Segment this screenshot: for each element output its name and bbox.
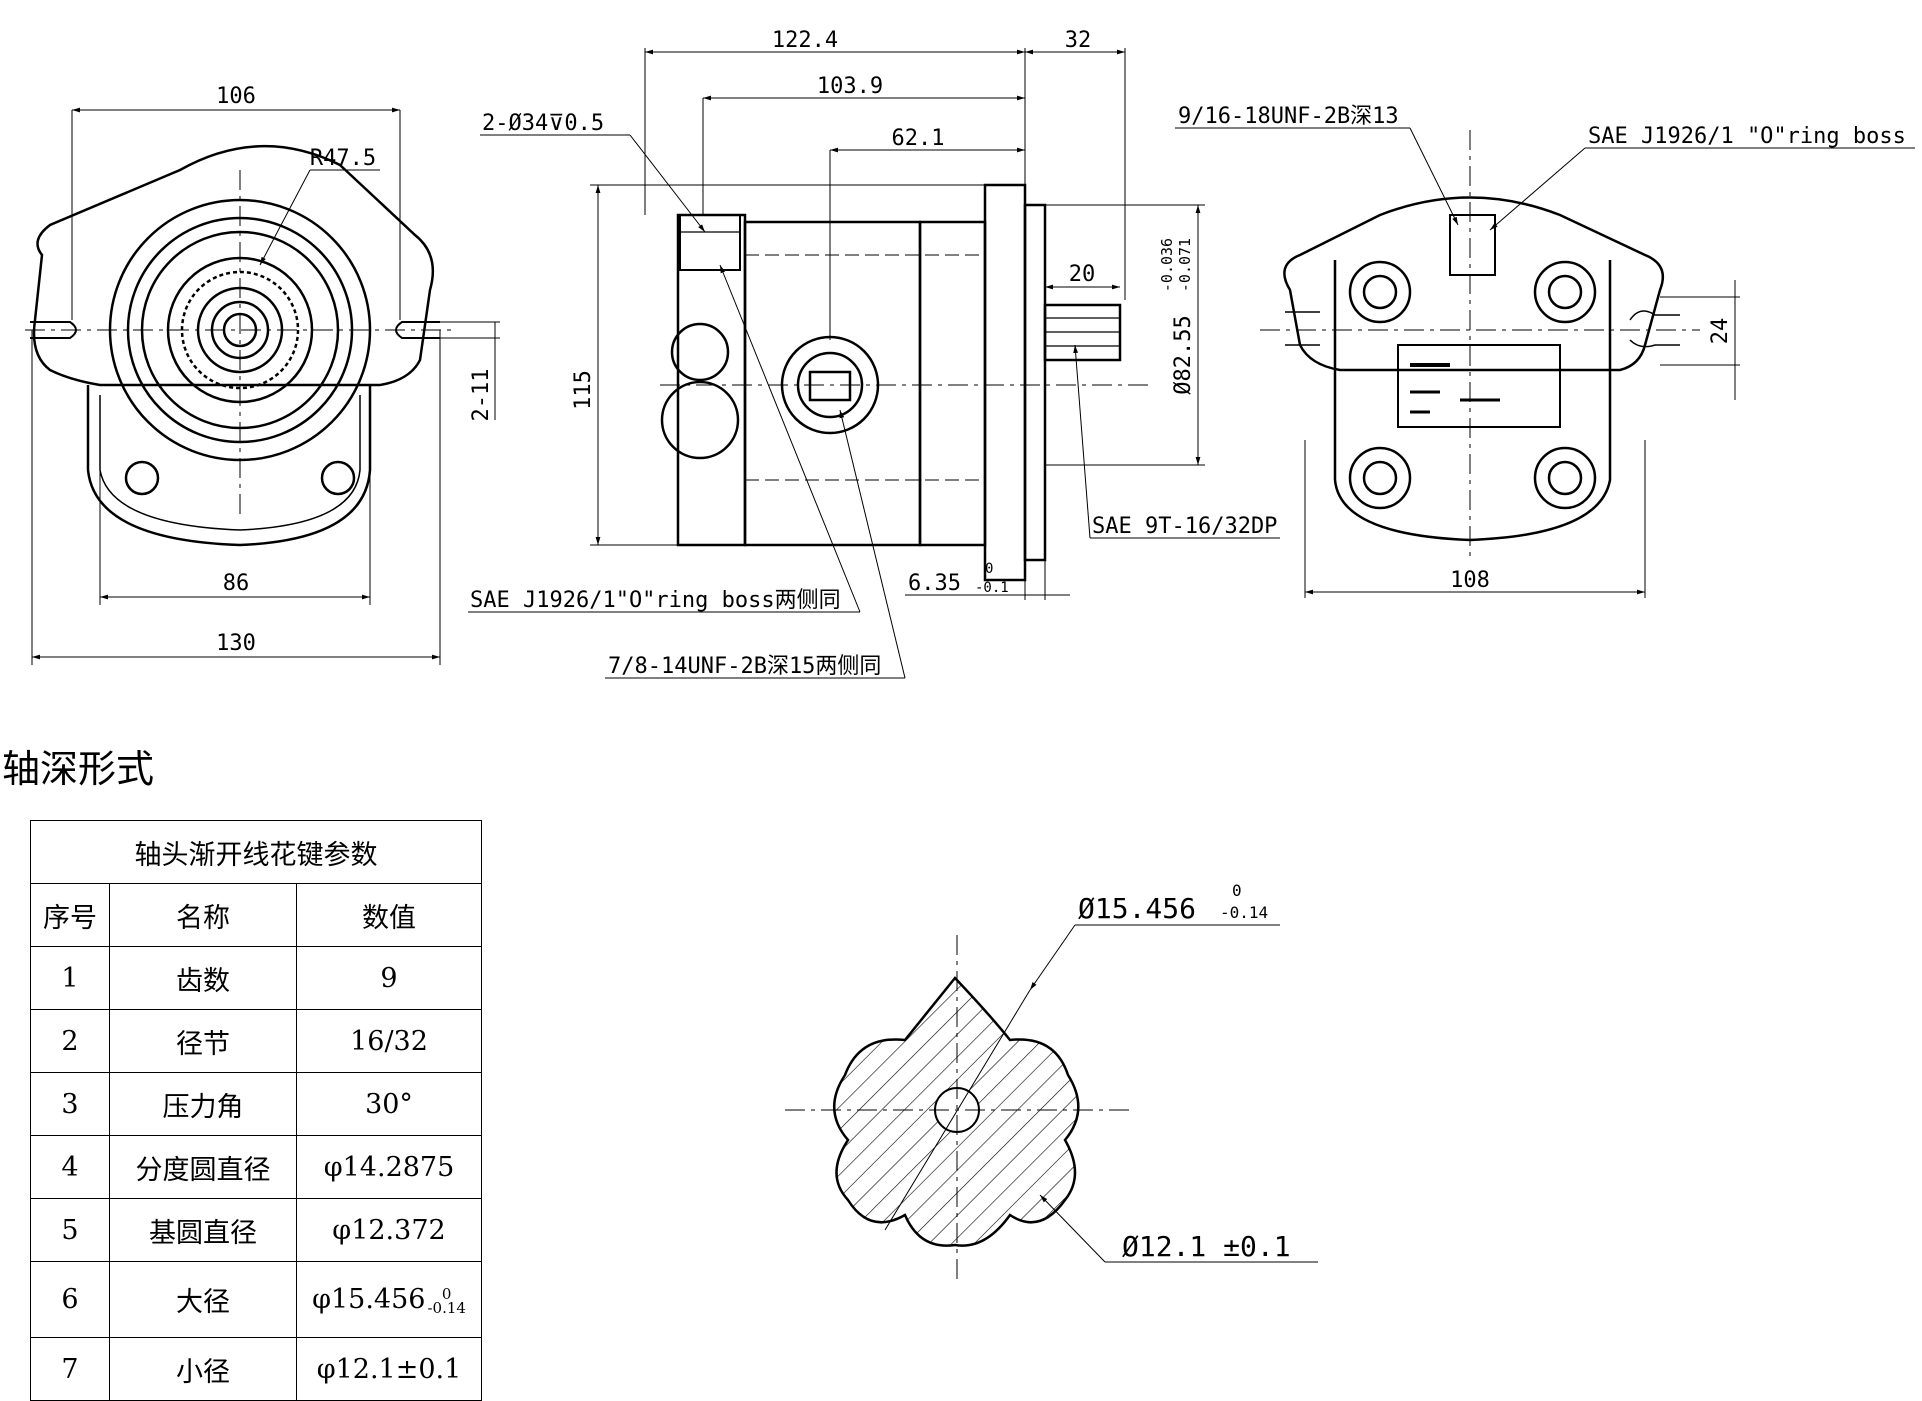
shaft-spec: SAE 9T-16/32DP (1092, 514, 1277, 539)
front-view (25, 107, 500, 665)
rear-view-labels: 9/16-18UNF-2B深13 SAE J1926/1 "O"ring bos… (1178, 104, 1906, 593)
row-value: φ12.1±0.1 (296, 1337, 482, 1401)
dim-108: 108 (1450, 568, 1490, 593)
spline-minor-dia: Ø12.1 ±0.1 (1122, 1230, 1291, 1263)
table-header-row: 序号 名称 数值 (30, 883, 482, 947)
row-name: 小径 (109, 1337, 297, 1401)
spline-detail-labels: Ø15.456 0 -0.14 Ø12.1 ±0.1 (1078, 881, 1291, 1263)
row-no: 2 (30, 1009, 110, 1073)
tol-6-35-upper: 0 (985, 561, 993, 577)
table-row: 3 压力角 30° (30, 1072, 482, 1136)
row-no: 7 (30, 1337, 110, 1401)
row-tol-lower: -0.14 (427, 1298, 466, 1317)
header-no: 序号 (30, 883, 110, 947)
dim-24: 24 (1708, 318, 1733, 345)
table-title-row: 轴头渐开线花键参数 (30, 820, 482, 884)
row-no: 6 (30, 1261, 110, 1338)
side-view-labels: 122.4 32 103.9 62.1 2-Ø34⊽0.5 115 20 -0.… (470, 28, 1277, 679)
table-title: 轴头渐开线花键参数 (30, 820, 482, 884)
tol-6-35-lower: -0.1 (975, 580, 1009, 596)
dim-6-35: 6.35 (908, 571, 961, 596)
row-value: 9 (296, 946, 482, 1010)
table-row: 2 径节 16/32 (30, 1009, 482, 1073)
thread-spec: 9/16-18UNF-2B深13 (1178, 104, 1399, 129)
row-no: 4 (30, 1135, 110, 1199)
spline-detail (785, 924, 1318, 1285)
dim-86: 86 (223, 571, 250, 596)
header-name: 名称 (109, 883, 297, 947)
row-value: 30° (296, 1072, 482, 1136)
row-no: 5 (30, 1198, 110, 1262)
dim-130: 130 (216, 631, 256, 656)
section-title: 轴深形式 (2, 747, 155, 791)
table-row: 1 齿数 9 (30, 946, 482, 1010)
spline-params-table: 轴头渐开线花键参数 序号 名称 数值 1 齿数 9 2 径节 16/32 3 压… (30, 820, 482, 1401)
row-value-main: φ15.456 (312, 1284, 426, 1315)
thread-note: 7/8-14UNF-2B深15两侧同 (608, 654, 881, 679)
row-no: 3 (30, 1072, 110, 1136)
spline-major-dia: Ø15.456 (1078, 892, 1196, 925)
row-name: 大径 (109, 1261, 297, 1338)
row-value: φ14.2875 (296, 1135, 482, 1199)
dim-103-9: 103.9 (817, 74, 883, 99)
dim-115: 115 (571, 370, 596, 410)
row-name: 基圆直径 (109, 1198, 297, 1262)
table-row: 7 小径 φ12.1±0.1 (30, 1337, 482, 1401)
table-row: 5 基圆直径 φ12.372 (30, 1198, 482, 1262)
header-value: 数值 (296, 883, 482, 947)
spline-major-tol-upper: 0 (1232, 881, 1242, 900)
table-row: 4 分度圆直径 φ14.2875 (30, 1135, 482, 1199)
spline-major-tol-lower: -0.14 (1220, 903, 1268, 922)
row-name: 径节 (109, 1009, 297, 1073)
tol-upper: -0.036 (1158, 238, 1176, 292)
row-tol-upper: 0 (441, 1284, 452, 1303)
row-no: 1 (30, 946, 110, 1010)
front-view-labels: 106 R47.5 2-11 86 130 (216, 84, 494, 656)
row-name: 压力角 (109, 1072, 297, 1136)
side-view (468, 48, 1280, 679)
row-value: φ12.372 (296, 1198, 482, 1262)
boss-note: SAE J1926/1"O"ring boss两侧同 (470, 588, 841, 613)
row-value: 16/32 (296, 1009, 482, 1073)
dim-62-1: 62.1 (892, 126, 945, 151)
row-value-tol: 0-0.14 (427, 1284, 466, 1317)
dim-20: 20 (1069, 262, 1096, 287)
dim-32: 32 (1065, 28, 1092, 53)
dim-82-55: Ø82.55 (1171, 315, 1196, 394)
dim-r47-5: R47.5 (310, 146, 376, 171)
dim-2-11: 2-11 (469, 369, 494, 422)
row-name: 分度圆直径 (109, 1135, 297, 1199)
dim-122-4: 122.4 (772, 28, 838, 53)
tol-lower: -0.071 (1176, 238, 1194, 292)
rear-view (1175, 127, 1915, 598)
boss-spec: SAE J1926/1 "O"ring boss (1588, 124, 1906, 149)
row-name: 齿数 (109, 946, 297, 1010)
port-spec: 2-Ø34⊽0.5 (482, 111, 604, 136)
dim-106: 106 (216, 84, 256, 109)
